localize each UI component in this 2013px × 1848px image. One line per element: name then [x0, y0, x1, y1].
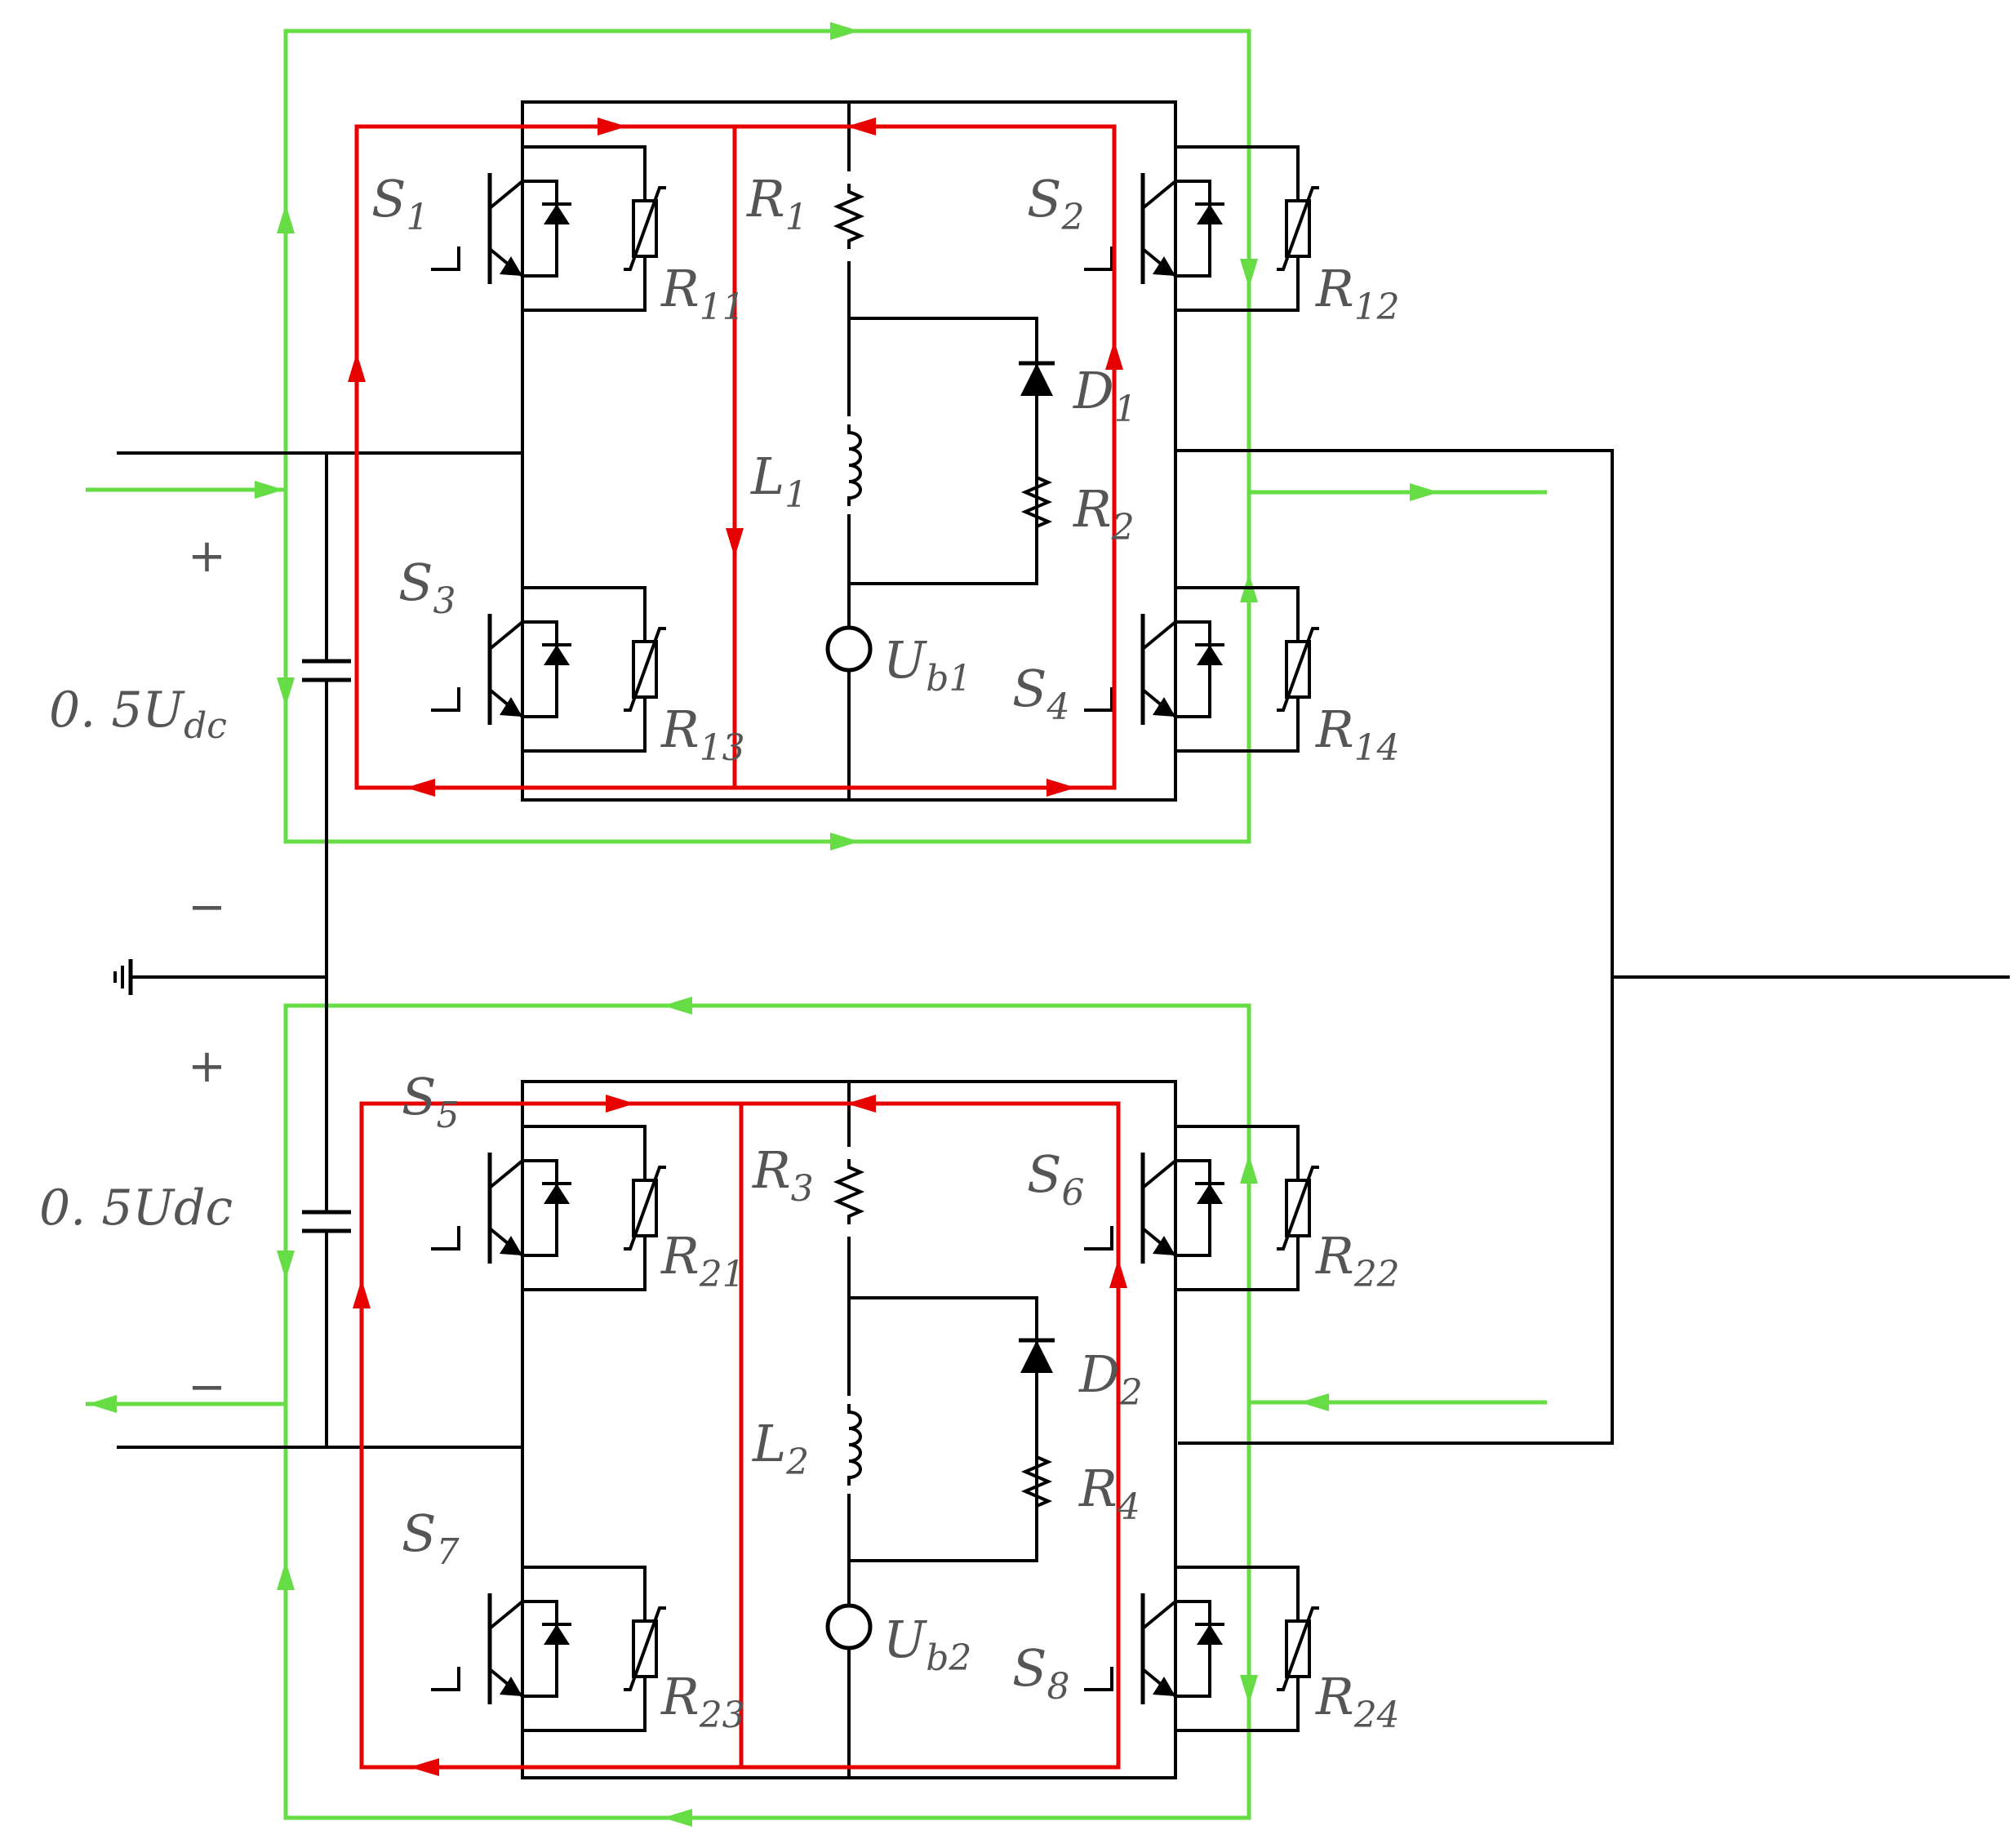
label-r11: R11 [660, 259, 745, 328]
label-l2: L2 [752, 1414, 809, 1483]
label-l1: L1 [750, 446, 807, 516]
green-current-path [86, 22, 1547, 1827]
label-r12: R12 [1315, 259, 1400, 328]
minus-sign-upper: − [188, 881, 226, 934]
label-r1: R1 [746, 169, 808, 238]
output-bus [1174, 449, 2010, 1445]
label-r23: R23 [660, 1667, 745, 1736]
label-d1: D1 [1073, 361, 1137, 430]
label-r22: R22 [1315, 1226, 1400, 1295]
label-r13: R13 [660, 700, 745, 769]
label-d2: D2 [1078, 1344, 1143, 1414]
label-s6: S6 [1027, 1144, 1084, 1214]
label-r2: R2 [1073, 479, 1135, 549]
label-r21: R21 [660, 1226, 745, 1295]
label-s2: S2 [1027, 169, 1084, 238]
capacitor-lower [302, 1210, 351, 1233]
ground-symbol [113, 959, 328, 995]
red-current-path [348, 118, 1127, 1776]
capacitor-upper [302, 659, 351, 682]
label-s5: S5 [402, 1067, 459, 1136]
label-s1: S1 [371, 169, 429, 238]
labels: 0. 5Udc 0. 5Udc + − + − S1 S2 S3 S4 S5 S… [39, 169, 1400, 1736]
lower-voltage-label: 0. 5Udc [39, 1179, 233, 1237]
label-s3: S3 [398, 553, 455, 622]
plus-sign-lower: + [188, 1040, 226, 1093]
upper-voltage-label: 0. 5Udc [49, 682, 227, 747]
upper-module [431, 100, 1319, 802]
label-ub1: Ub1 [883, 630, 971, 700]
label-r4: R4 [1078, 1459, 1140, 1528]
label-r14: R14 [1315, 700, 1400, 769]
plus-sign-upper: + [188, 530, 226, 583]
label-s7: S7 [402, 1504, 459, 1573]
label-r24: R24 [1315, 1667, 1400, 1736]
dc-link [113, 451, 524, 1449]
minus-sign-lower: − [188, 1361, 226, 1414]
label-s4: S4 [1012, 659, 1069, 728]
label-s8: S8 [1012, 1638, 1069, 1708]
label-r3: R3 [752, 1140, 814, 1210]
lower-module [431, 1080, 1319, 1779]
label-ub2: Ub2 [883, 1610, 971, 1679]
